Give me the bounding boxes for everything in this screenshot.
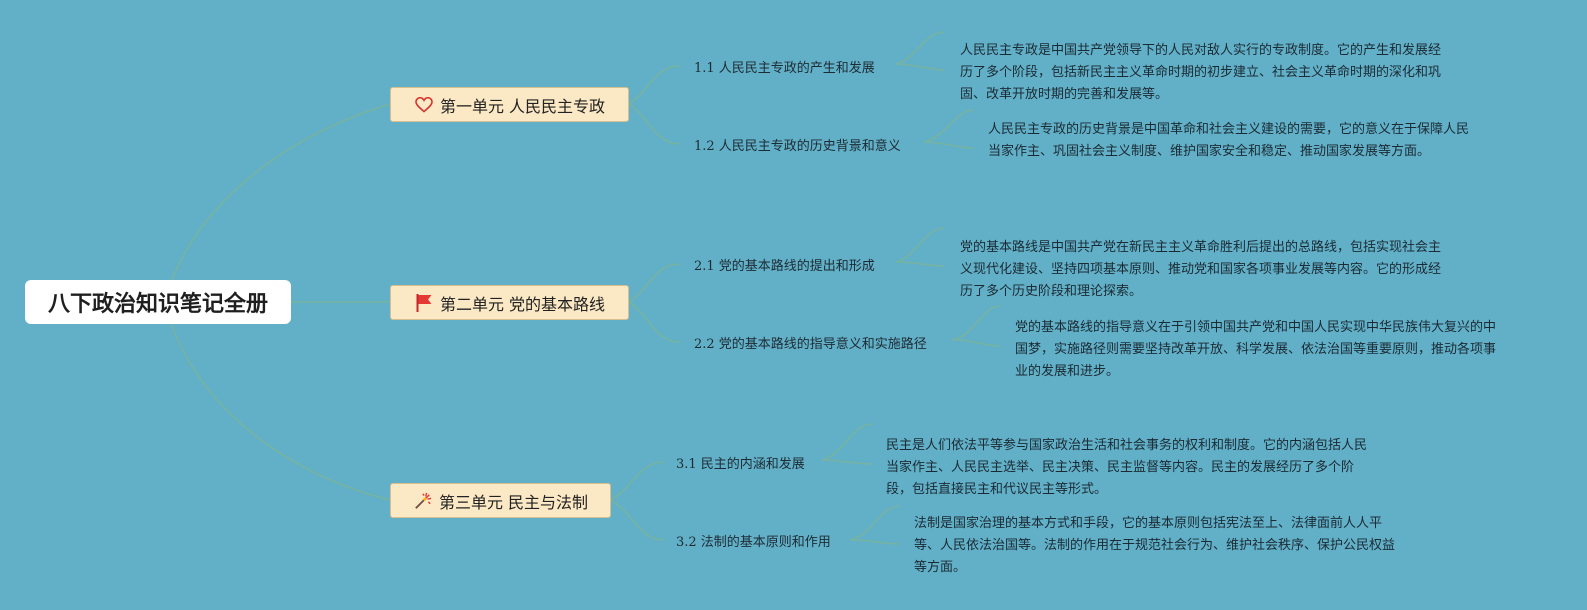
link-sub32-desc [849, 505, 901, 545]
link-unit2-sub2 [628, 301, 681, 343]
desc-3-1: 民主是人们依法平等参与国家政治生活和社会事务的权利和制度。它的内涵包括人民当家作… [886, 438, 1368, 497]
root-node[interactable]: 八下政治知识笔记全册 [25, 280, 291, 324]
sub-topic-3-2[interactable]: 3.2 法制的基本原则和作用 [676, 535, 831, 550]
link-root-unit1 [164, 103, 391, 303]
link-unit3-sub2 [610, 499, 665, 541]
unit-title: 第三单元 民主与法制 [438, 492, 589, 512]
link-sub22-desc [951, 305, 1001, 347]
heart-icon [414, 95, 434, 115]
sub-topic-1-1[interactable]: 1.1 人民民主专政的产生和发展 [694, 61, 875, 76]
desc-2-2: 党的基本路线的指导意义在于引领中国共产党和中国人民实现中华民族伟大复兴的中国梦，… [1015, 320, 1497, 379]
desc-1-1: 人民民主专政是中国共产党领导下的人民对敌人实行的专政制度。它的产生和发展经历了多… [960, 43, 1442, 102]
link-unit2-sub1 [628, 263, 681, 303]
unit-title: 第一单元 人民民主专政 [439, 96, 606, 116]
unit-node-2[interactable]: 第二单元 党的基本路线 [390, 285, 629, 320]
unit-title: 第二单元 党的基本路线 [439, 294, 606, 314]
desc-3-2: 法制是国家治理的基本方式和手段，它的基本原则包括宪法至上、法律面前人人平等、人民… [914, 516, 1396, 575]
root-title: 八下政治知识笔记全册 [47, 292, 268, 317]
sub-topic-1-2[interactable]: 1.2 人民民主专政的历史背景和意义 [694, 139, 901, 154]
desc-2-1: 党的基本路线是中国共产党在新民主主义革命胜利后提出的总路线，包括实现社会主义现代… [960, 240, 1442, 299]
red-flag-icon [414, 293, 434, 313]
link-unit1-sub1 [628, 65, 681, 105]
sparkler-icon [413, 491, 433, 511]
unit-node-3[interactable]: 第三单元 民主与法制 [390, 483, 611, 518]
link-sub21-desc [895, 227, 945, 267]
link-sub31-desc [821, 423, 873, 465]
desc-1-2: 人民民主专政的历史背景是中国革命和社会主义建设的需要，它的意义在于保障人民当家作… [988, 122, 1470, 159]
unit-node-1[interactable]: 第一单元 人民民主专政 [390, 87, 629, 122]
sub-topic-3-1[interactable]: 3.1 民主的内涵和发展 [676, 457, 805, 472]
link-unit3-sub1 [610, 461, 665, 501]
link-sub11-desc [895, 31, 945, 71]
link-unit1-sub2 [628, 103, 681, 145]
sub-topic-2-1[interactable]: 2.1 党的基本路线的提出和形成 [694, 259, 875, 274]
link-root-unit3 [164, 301, 391, 501]
sub-topic-2-2[interactable]: 2.2 党的基本路线的指导意义和实施路径 [694, 337, 927, 352]
link-sub12-desc [923, 109, 975, 149]
